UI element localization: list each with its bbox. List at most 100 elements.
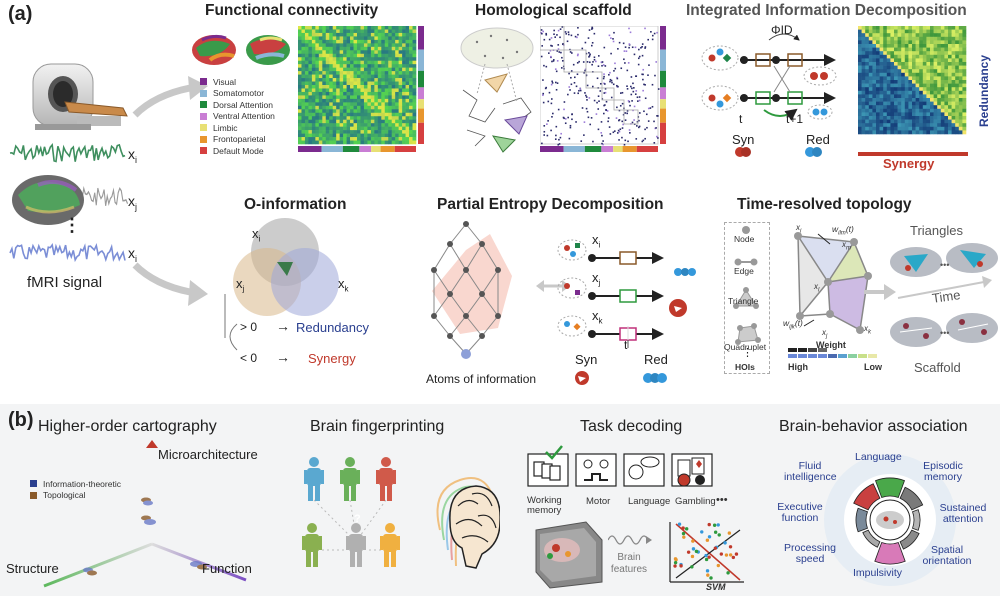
fc-legend-item: Default Mode bbox=[200, 145, 275, 157]
fc-legend-label: Default Mode bbox=[213, 145, 264, 156]
ped-diagram bbox=[557, 239, 696, 385]
task-working-memory: Working memory bbox=[527, 495, 562, 516]
legend-swatch-topo bbox=[30, 491, 37, 499]
behavior-title: Brain-behavior association bbox=[779, 418, 968, 435]
behavior-label-episodic: Episodic memory bbox=[923, 460, 963, 483]
ped-title: Partial Entropy Decomposition bbox=[437, 196, 664, 213]
hoi-quadruplet: Quadruplet bbox=[724, 342, 767, 352]
fc-legend-swatch bbox=[200, 135, 207, 143]
signal-label-2: xj bbox=[128, 193, 137, 212]
signal-label-1: xi bbox=[128, 146, 137, 165]
trt-node-m: xm bbox=[842, 240, 851, 252]
fmri-signals bbox=[9, 142, 129, 263]
fc-brains-icon bbox=[192, 34, 290, 65]
synergy-axis-bar bbox=[858, 152, 968, 156]
oinfo-gt: > 0 bbox=[240, 320, 258, 334]
panel-a-label: (a) bbox=[8, 3, 33, 25]
behavior-label-impulsivity: Impulsivity bbox=[853, 567, 903, 579]
trt-node-l: xl bbox=[814, 282, 820, 294]
behavior-label-sustained: Sustained attention bbox=[939, 502, 987, 525]
hoi-triangle: Triangle bbox=[728, 296, 759, 306]
oinfo-title: O-information bbox=[244, 196, 347, 213]
fc-legend-swatch bbox=[200, 101, 207, 109]
hoi-edge: Edge bbox=[734, 266, 754, 276]
fc-legend-item: Visual bbox=[200, 76, 275, 88]
trt-brains: ••• ••• bbox=[890, 243, 998, 347]
signal-label-3: xi bbox=[128, 245, 137, 264]
scaffold-illustration bbox=[460, 27, 534, 153]
oinfo-synergy: Synergy bbox=[308, 351, 356, 366]
simplicial-complex bbox=[794, 232, 872, 334]
oinfo-xj: xj bbox=[236, 276, 245, 294]
hoi-box bbox=[724, 222, 770, 374]
cartography-legend: Information-theoretic Topological bbox=[30, 478, 121, 501]
oinfo-lt: < 0 bbox=[240, 351, 258, 365]
fc-legend-item: Frontoparietal bbox=[200, 134, 275, 146]
fc-legend-label: Somatomotor bbox=[213, 88, 265, 99]
fc-legend-swatch bbox=[200, 78, 207, 86]
trt-title: Time-resolved topology bbox=[737, 196, 912, 213]
oinfo-redundancy: Redundancy bbox=[296, 320, 369, 335]
fc-legend-label: Frontoparietal bbox=[213, 134, 266, 145]
panel-b-label: (b) bbox=[8, 409, 34, 431]
svm-scatter bbox=[669, 522, 744, 583]
behavior-label-spatial: Spatial orientation bbox=[922, 544, 972, 567]
phiid-syn: Syn bbox=[732, 132, 755, 147]
svg-text:•••: ••• bbox=[940, 260, 949, 270]
oinfo-xi: xi bbox=[252, 226, 261, 244]
cartography-title: Higher-order cartography bbox=[38, 418, 217, 435]
trt-node-j: xj bbox=[822, 328, 828, 340]
svm-label: SVM bbox=[706, 582, 726, 592]
phiid-t: t bbox=[739, 112, 743, 126]
flow-arrows bbox=[132, 76, 208, 306]
fc-legend-swatch bbox=[200, 124, 207, 132]
fmri-signal-label: fMRI signal bbox=[27, 274, 103, 291]
fc-legend-item: Limbic bbox=[200, 122, 275, 134]
oinfo-arrow-2: → bbox=[276, 349, 290, 365]
trt-node-i: xi bbox=[796, 223, 802, 235]
fc-legend-label: Dorsal Attention bbox=[213, 99, 274, 110]
phiid-red: Red bbox=[806, 132, 830, 147]
svg-text:•••: ••• bbox=[940, 328, 949, 338]
task-language: Language bbox=[628, 496, 671, 507]
fc-legend-item: Ventral Attention bbox=[200, 111, 275, 123]
weight-low: Low bbox=[864, 362, 882, 372]
triangles-label: Triangles bbox=[910, 223, 963, 238]
behavior-label-language: Language bbox=[855, 451, 902, 463]
phiid-label: ΦID bbox=[771, 23, 793, 37]
fc-legend-label: Limbic bbox=[213, 122, 238, 133]
behavior-label-executive: Executive function bbox=[777, 501, 823, 524]
phiid-matrix bbox=[858, 26, 967, 135]
redundancy-axis-label: Redundancy bbox=[977, 54, 991, 128]
cartography-axes bbox=[43, 440, 247, 588]
hoi-label: HOIs bbox=[735, 362, 755, 372]
fc-legend-item: Somatomotor bbox=[200, 88, 275, 100]
task-gambling: Gambling bbox=[675, 496, 716, 507]
ped-xi: xi bbox=[592, 232, 601, 250]
fc-legend-item: Dorsal Attention bbox=[200, 99, 275, 111]
scaffold-title: Homological scaffold bbox=[475, 2, 632, 19]
mri-scanner-icon bbox=[32, 63, 128, 130]
ped-syn: Syn bbox=[575, 352, 598, 367]
hoi-ellipsis: ⋮ bbox=[742, 347, 753, 359]
task-icons bbox=[527, 445, 713, 487]
fc-legend-label: Visual bbox=[213, 76, 236, 87]
ped-t: t bbox=[624, 338, 628, 352]
task-more: ••• bbox=[716, 494, 728, 506]
fingerprinting-illustration bbox=[302, 457, 500, 569]
behavior-label-processing: Processing speed bbox=[784, 542, 836, 565]
brain-features-wave bbox=[608, 535, 652, 545]
phiid-t1: t+1 bbox=[786, 112, 804, 126]
brain-3d-icon bbox=[535, 521, 603, 589]
oinfo-xk: xk bbox=[338, 276, 349, 294]
hoi-node: Node bbox=[734, 234, 755, 244]
behavior-label-fluid: Fluid intelligence bbox=[784, 460, 837, 483]
weight-high: High bbox=[788, 362, 808, 372]
oinfo-venn bbox=[224, 218, 339, 351]
ped-atoms-label: Atoms of information bbox=[426, 372, 537, 386]
trt-node-k: xk bbox=[864, 324, 871, 336]
fc-title: Functional connectivity bbox=[205, 2, 379, 19]
task-motor: Motor bbox=[586, 496, 611, 507]
legend-swatch-info bbox=[30, 480, 37, 488]
